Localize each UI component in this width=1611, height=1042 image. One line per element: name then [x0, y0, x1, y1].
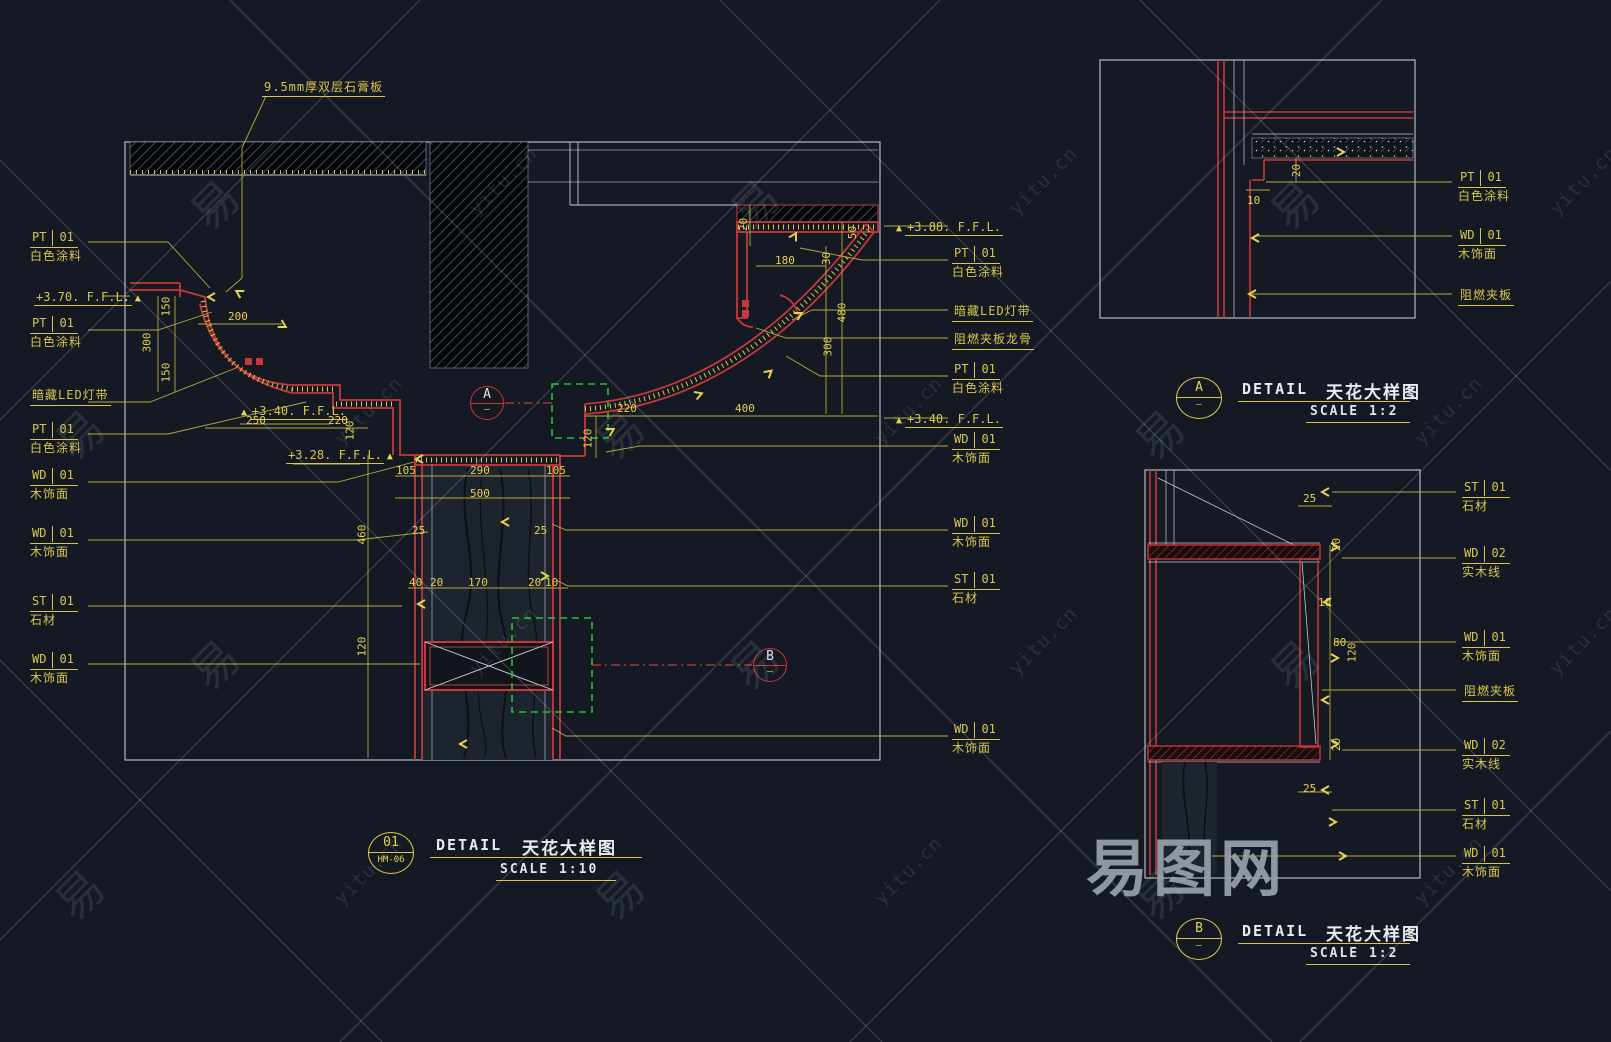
dimension: 25 — [1303, 782, 1317, 795]
material-annotation: 阻燃夹板 — [1458, 288, 1515, 306]
level-annotation: ▲+3.88. F.F.L. — [896, 220, 1003, 236]
ffl-marker-icon: ▲ — [241, 407, 248, 418]
dimension: 20 — [528, 576, 542, 589]
ffl-marker-icon: ▲ — [386, 451, 393, 462]
title-rule — [1306, 964, 1410, 966]
dimension: 20 — [430, 576, 444, 589]
level-annotation: ▲+3.40. F.F.L. — [896, 412, 1003, 428]
material-annotation: 阻燃夹板 — [1462, 684, 1519, 702]
title-rule — [1306, 422, 1410, 424]
title-rule — [430, 857, 642, 859]
dimension: 300 — [140, 332, 154, 353]
dimension: 30 — [820, 251, 834, 266]
detail-title: DETAIL — [1242, 380, 1309, 398]
callout-a: A — — [470, 386, 504, 420]
level-annotation: ▲+3.40. F.F.L. — [241, 404, 348, 420]
level-annotation: +3.70. F.F.L.▲ — [34, 290, 141, 306]
dimension: 150 — [159, 296, 173, 317]
dimension: 250 — [246, 414, 266, 427]
dimension: 460 — [355, 524, 369, 545]
detail-title-cn: 天花大样图 — [1326, 925, 1421, 945]
dimension: 40 — [409, 576, 423, 589]
detail-a-bubble: A — — [1176, 377, 1222, 419]
title-rule — [1238, 401, 1410, 403]
callout-b: B — — [753, 648, 787, 682]
material-annotation: 暗藏LED灯带 — [30, 388, 111, 406]
dimension: 300 — [821, 336, 835, 357]
dimension: 220 — [328, 414, 348, 427]
dimension: 120 — [1345, 642, 1359, 663]
dimension: 25 — [534, 524, 548, 537]
detail-b-bubble: B — — [1176, 918, 1222, 960]
dimension: 10 — [1247, 194, 1261, 207]
title-rule — [1238, 943, 1410, 945]
detail-title: DETAIL — [436, 836, 503, 854]
detail-scale: SCALE 1:10 — [500, 862, 599, 877]
detail-title: DETAIL — [1242, 922, 1309, 940]
dimension: 10 — [545, 576, 559, 589]
dimension: 10 — [1318, 596, 1332, 609]
material-annotation: 阻燃夹板龙骨 — [952, 332, 1035, 350]
dimension: 25 — [412, 524, 426, 537]
ffl-marker-icon: ▲ — [896, 415, 903, 426]
ffl-marker-icon: ▲ — [134, 293, 141, 304]
dimension: 220 — [617, 402, 637, 415]
dimension: 150 — [159, 362, 173, 383]
dimension: 400 — [735, 402, 755, 415]
gypsum-board-note: 9.5mm厚双层石膏板 — [262, 78, 386, 97]
level-annotation: +3.28. F.F.L.▲ — [286, 448, 393, 464]
material-annotation: 暗藏LED灯带 — [952, 304, 1033, 322]
dimension: 170 — [468, 576, 488, 589]
dimension: 105 — [546, 464, 566, 477]
dimension: 120 — [355, 636, 369, 657]
dimension: 25 — [1303, 492, 1317, 505]
dimension: 120 — [581, 428, 595, 449]
dimension: 20 — [1330, 537, 1344, 552]
dimension: 20 — [737, 217, 751, 232]
dimension: 290 — [470, 464, 490, 477]
dimension: 120 — [343, 420, 357, 441]
detail-title-cn: 天花大样图 — [1326, 383, 1421, 403]
dimension: 50 — [846, 225, 860, 240]
detail-scale: SCALE 1:2 — [1310, 404, 1399, 419]
dimension: 480 — [835, 302, 849, 323]
dimension: 105 — [396, 464, 416, 477]
title-rule — [496, 880, 616, 882]
dimension: 200 — [228, 310, 248, 323]
dimension: 20 — [1330, 737, 1344, 752]
detail-scale: SCALE 1:2 — [1310, 946, 1399, 961]
dimension: 80 — [1333, 636, 1347, 649]
detail-title-cn: 天花大样图 — [522, 839, 617, 859]
ffl-marker-icon: ▲ — [896, 223, 903, 234]
dimension: 180 — [775, 254, 795, 267]
dimension: 500 — [470, 487, 490, 500]
dimension: 20 — [1290, 163, 1304, 178]
drawing-number-bubble: 01 HM-06 — [368, 832, 414, 874]
